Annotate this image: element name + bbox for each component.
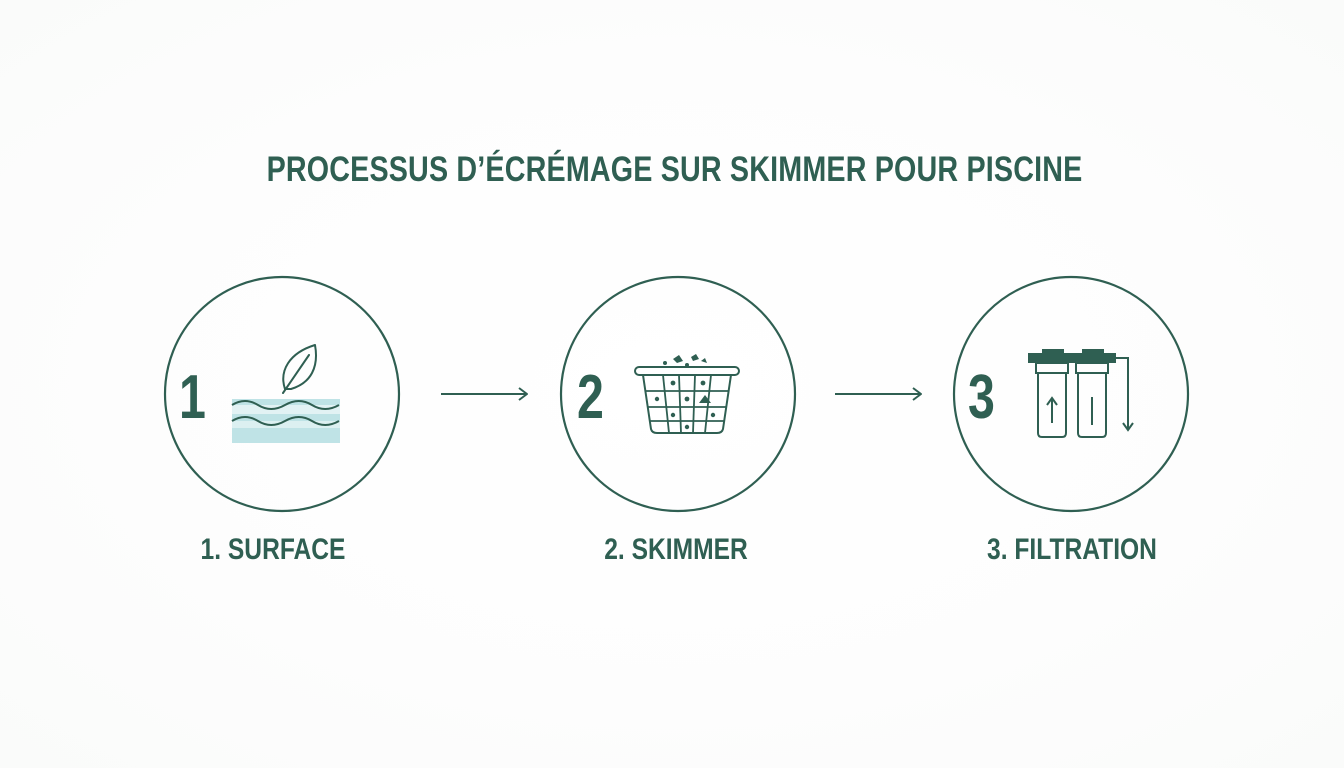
- step-3-number: 3: [968, 363, 995, 432]
- arrow-1: [441, 387, 528, 401]
- step-3: 3: [952, 275, 1190, 513]
- step-2-label: 2. SKIMMER: [604, 533, 748, 566]
- step-1-number: 1: [179, 363, 206, 432]
- diagram-title: PROCESSUS D’ÉCRÉMAGE SUR SKIMMER POUR PI…: [266, 150, 1083, 189]
- step-1-label: 1. SURFACE: [200, 533, 346, 566]
- water-surface-leaf-icon: [231, 344, 340, 443]
- step-1-circle: [163, 275, 401, 513]
- step-2-circle: [559, 275, 797, 513]
- step-2: 2: [559, 275, 797, 513]
- arrow-2: [835, 387, 922, 401]
- filter-cartridges-icon: [1028, 349, 1134, 438]
- step-2-number: 2: [577, 363, 604, 432]
- step-3-label: 3. FILTRATION: [987, 533, 1157, 566]
- step-1: 1: [163, 275, 401, 513]
- step-3-circle: [952, 275, 1190, 513]
- skimmer-basket-icon: [634, 354, 740, 434]
